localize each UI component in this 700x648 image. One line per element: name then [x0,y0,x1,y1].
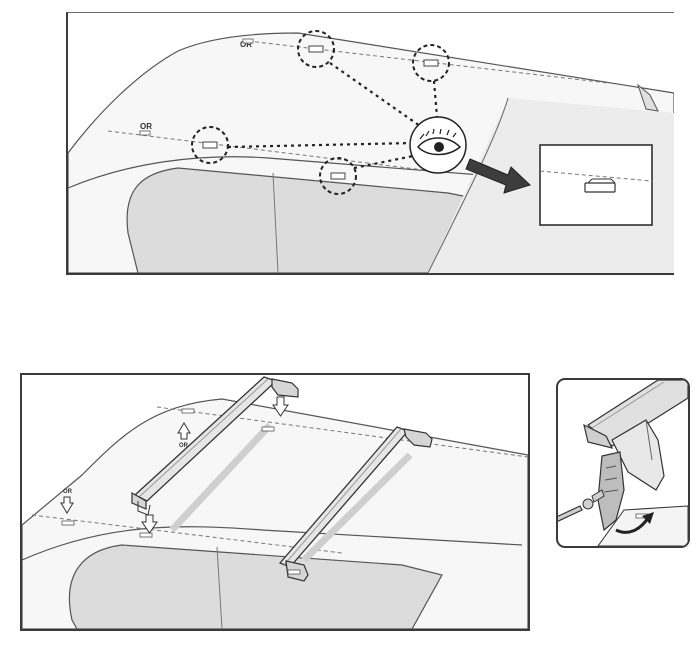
roof-mounting-points-panel: OR OR [66,12,674,275]
bar-foot [403,428,433,448]
mount-slot [261,426,275,432]
roof-bar-illustration: OR OR [22,376,528,629]
eye-icon [409,116,467,174]
mount-slot [139,532,153,538]
mount-slot [181,408,195,414]
mount-point-circle [319,157,357,195]
roof-illustration: OR OR [68,30,674,273]
side-window [68,544,443,629]
roof-bar-installation-panel: OR OR [20,373,530,631]
roof-bar-right [278,426,433,582]
or-label-rear: OR [179,443,189,449]
antenna [636,83,659,112]
mount-slot [61,520,75,526]
or-label-rear: OR [240,40,252,49]
arrow-up-icon [177,422,191,440]
arrow-down-icon [60,496,74,514]
bar-shadow [169,422,273,533]
arrow-down-icon [141,514,158,534]
screw-icon [558,505,583,522]
bar-shadow [301,452,413,563]
arrow-down-icon [272,396,289,417]
window-pillar [216,546,223,629]
mount-point-circle [191,126,229,164]
roof-bar-left [131,376,299,516]
mount-slot [423,59,439,67]
mounting-line-rear [156,406,528,458]
arrow-right-icon [465,158,531,194]
foot-clamp-illustration [558,380,688,546]
mount-point-circle [412,44,450,82]
mounting-line-front [31,514,343,554]
mount-slot [202,141,218,149]
nut [591,489,605,503]
mount-slot-closeup [539,144,653,226]
mount-slot [308,45,324,53]
roof-edge [68,156,519,189]
or-label-front: OR [140,122,152,131]
mount-slot [242,38,254,44]
sight-lines [227,62,440,170]
or-label-front: OR [63,489,73,495]
bar-foot [131,491,147,510]
rotate-arrow-icon [615,517,650,534]
bar-foot [271,378,299,398]
mount-point-circles [191,30,450,195]
mount-slot [287,569,301,575]
bar-end-cap [583,423,614,449]
mount-slot [139,130,151,136]
rotate-arrow-head [642,512,654,524]
foot-clamp-detail-panel [556,378,690,548]
mount-slot [330,172,346,180]
mounting-line-front [107,130,449,174]
washer [582,498,594,510]
mounting-line-rear [247,40,609,84]
mount-point-circle [297,30,335,68]
window-pillar [272,172,279,273]
